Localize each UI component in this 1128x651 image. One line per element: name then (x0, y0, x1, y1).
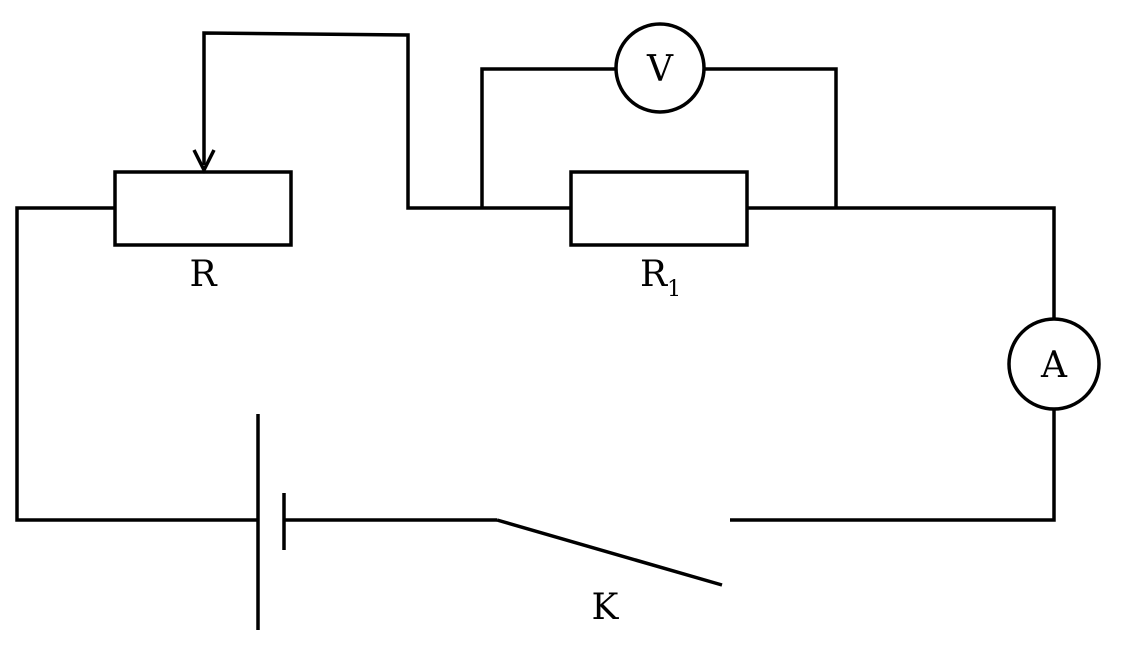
resistor-label: R1 (640, 254, 681, 302)
rheostat-label: R (189, 254, 217, 295)
rheostat-body (113, 170, 293, 247)
voltmeter: V (614, 22, 706, 114)
switch: K (496, 518, 723, 628)
wire-ammeter-to-resistor (746, 206, 1056, 318)
resistor-label-main: R (640, 254, 668, 295)
resistor-label-subscript: 1 (667, 277, 681, 302)
wire-left (15, 206, 258, 522)
ammeter-circle (1007, 317, 1101, 411)
voltmeter-symbol: V (646, 49, 674, 90)
switch-label: K (592, 587, 620, 628)
battery (256, 414, 286, 630)
wire-slider (202, 31, 571, 210)
wire-voltmeter-left (480, 67, 616, 208)
rheostat: R (113, 149, 293, 295)
ammeter: A (1007, 317, 1101, 411)
resistor-body (569, 170, 749, 247)
wire-voltmeter-right (704, 67, 838, 208)
resistor-r1: R1 (569, 170, 749, 302)
voltmeter-circle (614, 22, 706, 114)
circuit-wires (15, 31, 1056, 522)
rheostat-slider-arrow-icon (192, 149, 216, 174)
ammeter-symbol: A (1040, 345, 1068, 386)
wire-switch-to-ammeter (730, 410, 1056, 522)
switch-blade (496, 518, 723, 587)
